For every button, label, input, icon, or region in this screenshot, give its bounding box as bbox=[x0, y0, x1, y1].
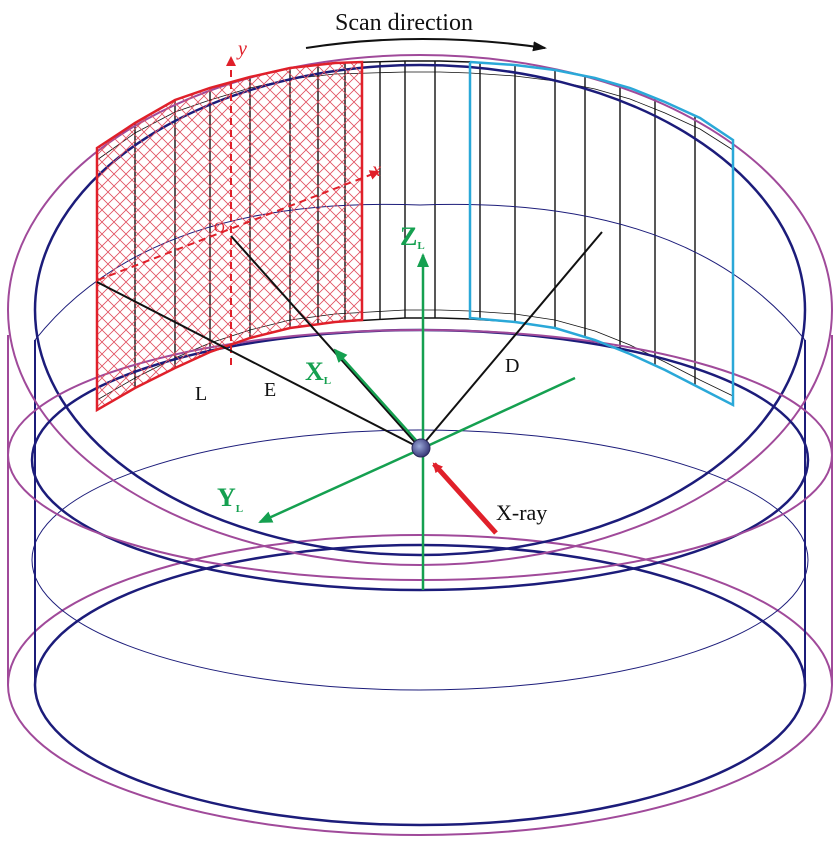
l-label: L bbox=[195, 383, 207, 405]
d-label: D bbox=[505, 355, 519, 377]
cylinder-bottom-inner-rim bbox=[33, 543, 807, 827]
cylinder-top-inner-rim bbox=[33, 63, 807, 557]
scan-direction-arrow bbox=[305, 38, 547, 52]
scan-direction-label: Scan direction bbox=[335, 10, 473, 36]
red-detector bbox=[95, 60, 364, 413]
z-lab-label: ZL bbox=[400, 222, 425, 252]
cylinder-mid-ellipse-outer bbox=[7, 329, 833, 581]
cyan-detector-outline bbox=[468, 60, 735, 408]
y-lab-label: YL bbox=[217, 483, 243, 515]
y-lab-axis bbox=[258, 446, 424, 524]
x-axis-line bbox=[97, 170, 380, 281]
detector-local-axes bbox=[97, 56, 380, 365]
line-to-left-edge bbox=[96, 281, 421, 449]
origin-label: O bbox=[214, 220, 225, 236]
lab-axes bbox=[258, 253, 576, 590]
cyan-detector bbox=[468, 60, 735, 408]
sample-sphere-icon bbox=[411, 438, 431, 458]
cylinder bbox=[7, 335, 833, 836]
cylinder-top-outer-rim bbox=[7, 54, 833, 566]
x-axis-label: x bbox=[371, 159, 381, 181]
x-lab-axis bbox=[333, 348, 424, 449]
xray-arrow bbox=[432, 462, 498, 535]
e-label: E bbox=[264, 379, 276, 401]
xray-label: X-ray bbox=[496, 500, 547, 525]
y-axis-label: y bbox=[236, 38, 247, 60]
cylinder-inner-ellipse-lower bbox=[31, 429, 809, 691]
x-lab-label: XL bbox=[305, 357, 331, 387]
red-detector-area bbox=[95, 60, 364, 413]
geometry-lines bbox=[96, 231, 603, 449]
line-to-origin bbox=[230, 235, 421, 449]
line-to-right bbox=[419, 231, 603, 449]
x-lab-axis-neg bbox=[422, 376, 576, 450]
